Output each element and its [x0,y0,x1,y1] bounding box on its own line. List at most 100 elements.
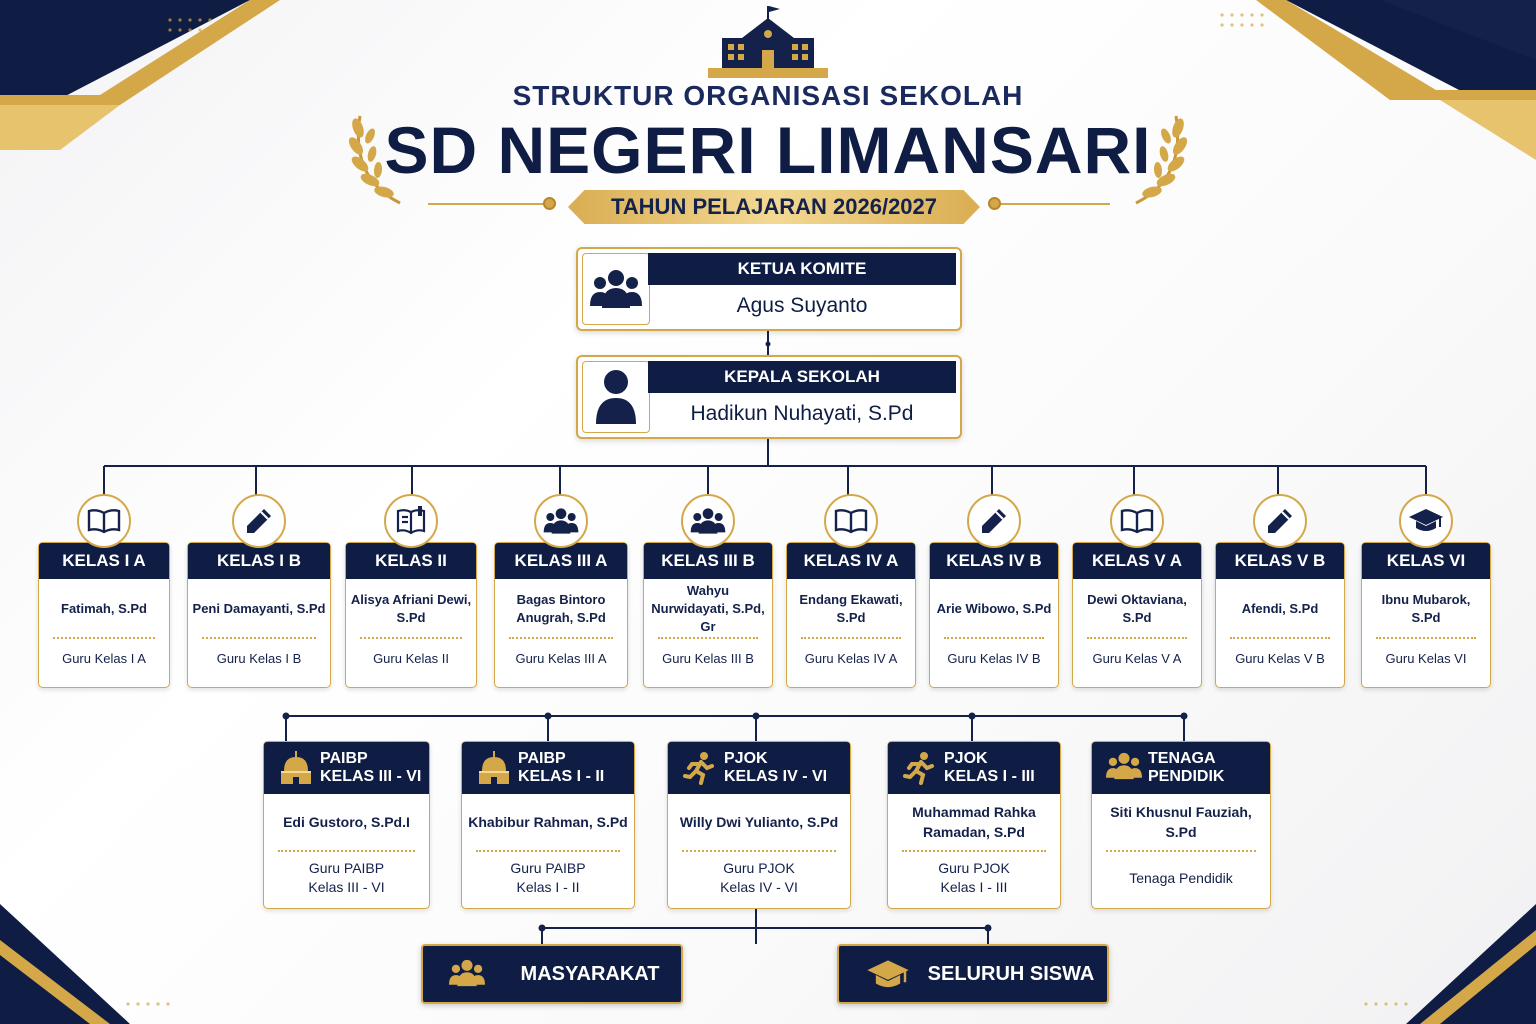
class-teacher-role: Guru Kelas IV B [947,650,1041,666]
graduation-cap-icon [865,958,921,994]
committee-box: KETUA KOMITE Agus Suyanto [576,247,962,331]
academic-year-banner: TAHUN PELAJARAN 2026/2027 [568,190,980,224]
class-teacher-role: Guru Kelas V A [1092,650,1182,666]
divider [53,637,155,639]
class-teacher-role: Guru Kelas V B [1235,650,1325,666]
class-teacher-role: Guru Kelas III A [515,650,607,666]
laurel-left-icon [348,115,401,205]
class-teacher-role: Guru Kelas IV A [804,650,898,666]
runner-icon [902,751,938,785]
class-card-title: KELAS IV B [930,543,1058,579]
subject-teacher-role: Tenaga Pendidik [1129,869,1233,886]
year-dot-left [543,197,556,210]
class-teacher-name: Ibnu Mubarok, S.Pd [1381,591,1471,625]
divider [360,637,462,639]
school-building-icon [708,6,828,78]
class-card-title: KELAS III A [495,543,627,579]
page-subtitle: STRUKTUR ORGANISASI SEKOLAH [512,80,1024,111]
principal-box: KEPALA SEKOLAH Hadikun Nuhayati, S.Pd [576,355,962,439]
class-teacher-role: Guru Kelas I A [62,650,146,666]
principal-name: Hadikun Nuhayati, S.Pd [690,402,914,425]
subject-teacher-name: Edi Gustoro, S.Pd.I [283,814,410,831]
divider [682,850,836,852]
divider [801,637,901,639]
school-name-title: SD NEGERI LIMANSARI [384,113,1152,187]
class-card-title: KELAS I A [39,543,169,579]
class-teacher-role: Guru Kelas II [373,650,449,666]
book-icon [1110,494,1164,548]
divider [1230,637,1330,639]
students-box: SELURUH SISWA [837,944,1109,1004]
class-teacher-name: Endang Ekawati, S.Pd [799,591,903,625]
class-card-title: KELAS III B [644,543,772,579]
community-box: MASYARAKAT [421,944,683,1004]
year-rule-right [992,203,1110,205]
runner-icon [682,751,718,785]
class-teacher-name: Alisya Afriani Dewi, S.Pd [350,591,472,625]
divider [1376,637,1476,639]
class-teacher-name: Dewi Oktaviana, S.Pd [1087,591,1187,625]
notebook-icon [384,494,438,548]
year-rule-left [428,203,546,205]
class-teacher-name: Fatimah, S.Pd [61,600,147,616]
mosque-icon [278,751,314,785]
book-icon [77,494,131,548]
class-teacher-name: Arie Wibowo, S.Pd [936,600,1052,616]
class-teacher-name: Afendi, S.Pd [1241,600,1319,616]
divider [476,850,620,852]
group-icon [534,494,588,548]
class-card-title: KELAS VI [1362,543,1490,579]
graduation-cap-icon [1399,494,1453,548]
class-teacher-name: Wahyu Nurwidayati, S.Pd, Gr [651,582,765,635]
class-card-title: KELAS V B [1216,543,1344,579]
divider [658,637,758,639]
subject-teacher-name: Khabibur Rahman, S.Pd [468,814,628,831]
laurel-right-icon [1135,115,1188,205]
class-card-title: KELAS V A [1073,543,1201,579]
class-card-title: KELAS II [346,543,476,579]
divider [202,637,316,639]
subject-teacher-name: Siti Khusnul Fauziah, S.Pd [1110,804,1252,840]
subject-teacher-name: Muhammad Rahka Ramadan, S.Pd [912,804,1036,840]
divider [509,637,613,639]
year-dot-right [988,197,1001,210]
committee-role: KETUA KOMITE [648,253,956,285]
group-icon [449,958,505,994]
principal-role: KEPALA SEKOLAH [648,361,956,393]
pencil-icon [232,494,286,548]
divider [1087,637,1187,639]
divider [902,850,1046,852]
class-teacher-role: Guru Kelas I B [216,650,302,666]
person-icon [582,361,650,433]
class-card-title: KELAS IV A [787,543,915,579]
class-teacher-role: Guru Kelas VI [1385,650,1467,666]
